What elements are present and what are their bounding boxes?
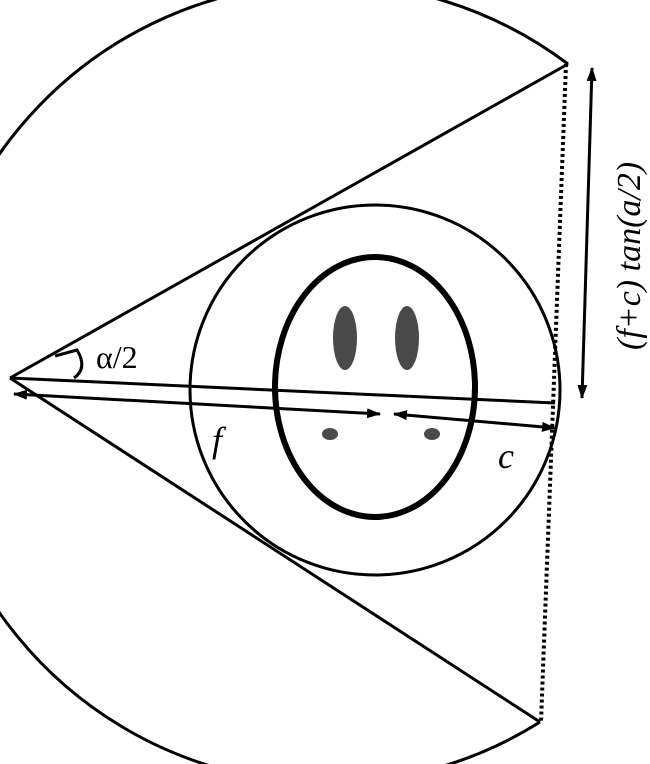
f-distance-arrow — [13, 389, 381, 419]
left-eye — [333, 306, 357, 370]
right-eye — [395, 306, 419, 370]
face-ellipse — [272, 254, 478, 520]
c-distance-arrow — [393, 410, 556, 432]
left-nostril — [322, 428, 338, 440]
fov-lower-line — [9, 376, 541, 724]
fov-upper-line — [9, 62, 569, 380]
half-angle-arc — [54, 348, 84, 380]
focal-length-label: f — [212, 420, 227, 460]
half-angle-label: α/2 — [96, 339, 138, 375]
right-nostril — [424, 428, 440, 440]
height-formula-label: (f+c) tan(a/2) — [611, 162, 648, 350]
height-arrow — [577, 67, 597, 399]
image-plane-dotted-line — [539, 63, 568, 723]
center-distance-label: c — [498, 436, 514, 476]
